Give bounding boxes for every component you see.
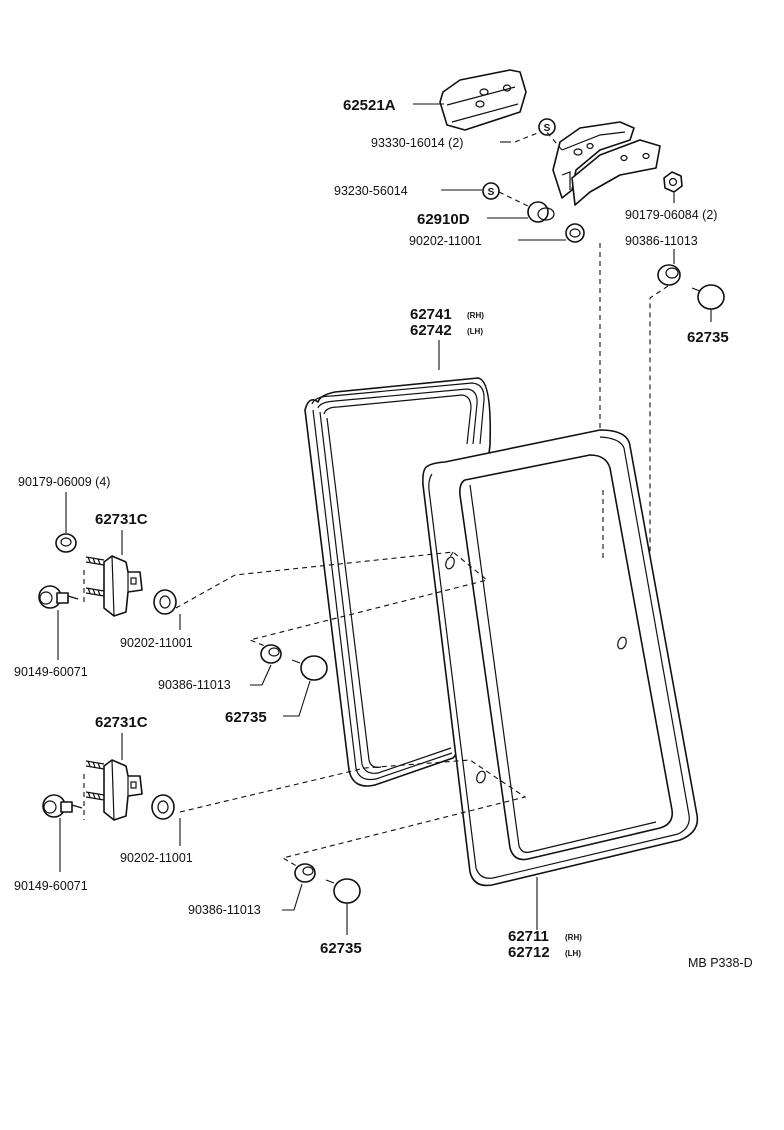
label-90386-11013-top: 90386-11013 — [625, 234, 698, 248]
label-62910D: 62910D — [417, 211, 470, 228]
svg-text:S: S — [544, 123, 551, 134]
cap-62735-low — [325, 878, 361, 904]
label-90386-11013-mid: 90386-11013 — [158, 678, 231, 692]
label-93230-56014: 93230-56014 — [334, 184, 408, 198]
screw-93330: S — [538, 118, 556, 136]
label-90179-06084: 90179-06084 (2) — [625, 208, 717, 222]
bolt-90149-lower — [42, 794, 83, 818]
label-90386-11013-low: 90386-11013 — [188, 903, 261, 917]
label-62731C-upper: 62731C — [95, 511, 148, 528]
label-62741: 62741 — [410, 306, 452, 323]
grommet-90386-mid — [260, 644, 282, 664]
cap-62735-mid — [291, 655, 328, 681]
label-90179-06009: 90179-06009 (4) — [18, 475, 110, 489]
washer-90202-low — [151, 794, 175, 820]
label-90149-60071-lower: 90149-60071 — [14, 879, 88, 893]
svg-text:S: S — [488, 187, 495, 198]
nut-90179-left — [55, 533, 77, 553]
label-62741-side: (RH) — [467, 311, 484, 320]
nut-90179-top — [663, 171, 683, 193]
label-62521A: 62521A — [343, 97, 396, 114]
label-62712: 62712 — [508, 944, 550, 961]
screw-93230: S — [482, 182, 500, 200]
label-62742-side: (LH) — [467, 327, 483, 336]
label-90202-11001-top: 90202-11001 — [409, 234, 482, 248]
hinge-cover-62521A — [439, 69, 527, 131]
door-hinge-62910D — [527, 121, 661, 243]
grommet-90386-top — [657, 264, 681, 286]
grommet-90386-low — [294, 863, 316, 883]
washer-90202-mid — [153, 589, 177, 615]
cap-62735-top — [691, 284, 725, 310]
label-93330-16014: 93330-16014 (2) — [371, 136, 463, 150]
bolt-90149-upper — [38, 585, 79, 609]
label-90202-11001-low: 90202-11001 — [120, 851, 193, 865]
label-62711: 62711 — [508, 928, 549, 945]
label-62735-low: 62735 — [320, 940, 362, 957]
label-90149-60071-upper: 90149-60071 — [14, 665, 88, 679]
label-62735-top: 62735 — [687, 329, 729, 346]
label-90202-11001-mid: 90202-11001 — [120, 636, 193, 650]
label-62742: 62742 — [410, 322, 452, 339]
label-62711-side: (RH) — [565, 933, 582, 942]
label-62731C-lower: 62731C — [95, 714, 148, 731]
hinge-62731C-upper — [83, 555, 143, 617]
label-62735-mid: 62735 — [225, 709, 267, 726]
hinge-62731C-lower — [83, 759, 143, 821]
reference-code: MB P338-D — [688, 956, 753, 970]
label-62712-side: (LH) — [565, 949, 581, 958]
window-glass-62711 — [422, 429, 699, 887]
